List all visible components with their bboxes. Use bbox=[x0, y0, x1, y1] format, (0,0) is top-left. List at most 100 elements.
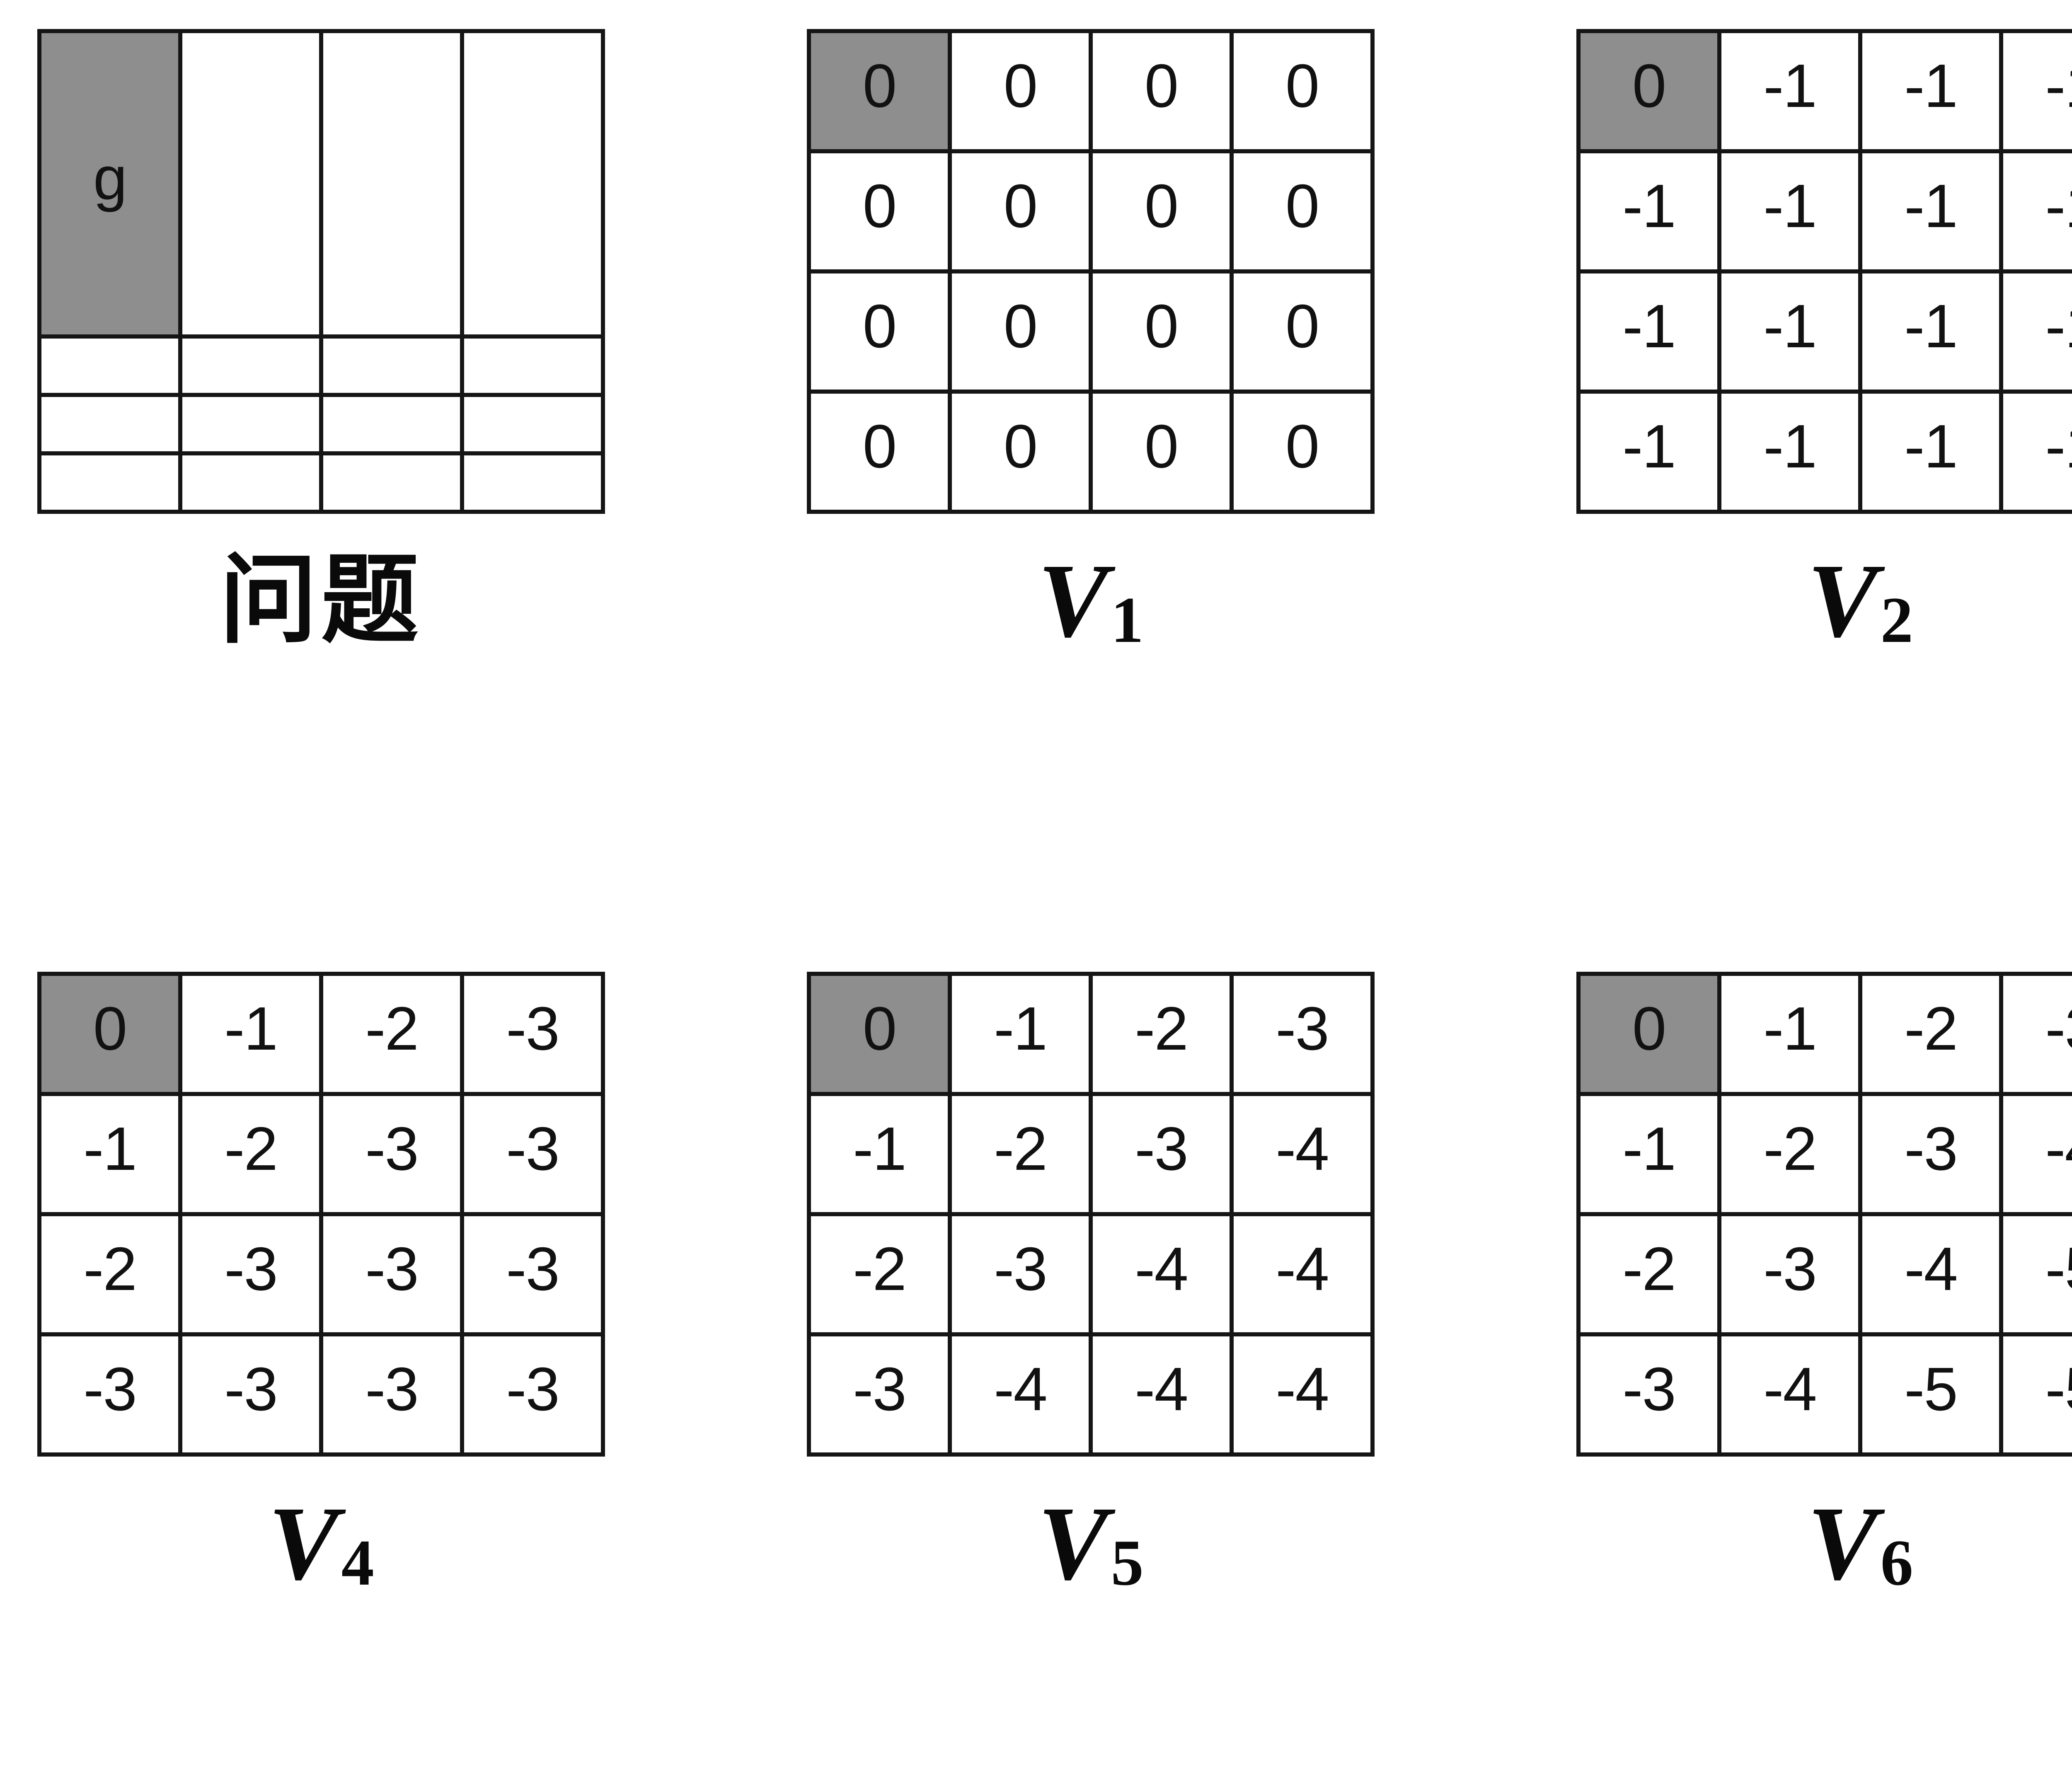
goal-cell: 0 bbox=[1576, 29, 1721, 153]
grid-cell: -2 bbox=[807, 1212, 952, 1336]
grid-cell: -3 bbox=[178, 1332, 323, 1457]
grid-cell: -4 bbox=[1230, 1332, 1375, 1457]
caption-subscript: 6 bbox=[1880, 1527, 1913, 1600]
grid-cell: -5 bbox=[1999, 1332, 2072, 1457]
grid-cell: -1 bbox=[1999, 390, 2072, 514]
grid-cell: 0 bbox=[807, 269, 952, 394]
grid-cell: -3 bbox=[319, 1212, 464, 1336]
grid-cell: 0 bbox=[1089, 390, 1234, 514]
grid-cell: -4 bbox=[948, 1332, 1093, 1457]
grid-cell bbox=[319, 451, 464, 514]
grid-cell: 0 bbox=[1230, 29, 1375, 153]
grid-cell: -1 bbox=[1576, 269, 1721, 394]
figure-v2: 0-1-1-1-1-1-1-1-1-1-1-1-1-1-1-1V2 bbox=[1576, 29, 2072, 669]
grid-cell: -3 bbox=[1576, 1332, 1721, 1457]
grid-cell: -1 bbox=[1858, 269, 2003, 394]
grid-cell: -3 bbox=[1230, 972, 1375, 1096]
grid-cell: 0 bbox=[1089, 269, 1234, 394]
grid-cell bbox=[178, 393, 323, 456]
grid-cell: -3 bbox=[1858, 1092, 2003, 1216]
grid-cell: -3 bbox=[178, 1212, 323, 1336]
grid-cell: 0 bbox=[1230, 390, 1375, 514]
grid-cell bbox=[178, 334, 323, 397]
grid-cell: -4 bbox=[1089, 1212, 1234, 1336]
grid-cell bbox=[460, 29, 605, 339]
grid-cell: 0 bbox=[1089, 29, 1234, 153]
caption-subscript: 1 bbox=[1111, 584, 1144, 657]
grid-cell: -2 bbox=[1858, 972, 2003, 1096]
caption-text: 问题 bbox=[220, 547, 423, 655]
grid-cell: 0 bbox=[948, 29, 1093, 153]
problem-grid: g bbox=[37, 29, 605, 514]
caption-subscript: 4 bbox=[341, 1527, 374, 1600]
caption-symbol: V bbox=[1038, 1485, 1109, 1602]
grid-cell: -1 bbox=[1999, 269, 2072, 394]
grid-cell: -1 bbox=[807, 1092, 952, 1216]
grid-cell: 0 bbox=[807, 390, 952, 514]
grid-cell: -3 bbox=[460, 1332, 605, 1457]
grid-cell bbox=[178, 451, 323, 514]
grid-cell: -2 bbox=[37, 1212, 182, 1336]
grid-cell bbox=[37, 334, 182, 397]
grid-cell: -4 bbox=[1717, 1332, 1862, 1457]
grid-cell: -2 bbox=[178, 1092, 323, 1216]
grid-cell: -1 bbox=[1717, 972, 1862, 1096]
grid-cell: -2 bbox=[1089, 972, 1234, 1096]
goal-cell: 0 bbox=[807, 29, 952, 153]
grid-cell: -2 bbox=[1717, 1092, 1862, 1216]
grid-cell: -3 bbox=[1999, 972, 2072, 1096]
grid-cell: -3 bbox=[460, 1092, 605, 1216]
grid-cell: -1 bbox=[1999, 29, 2072, 153]
grid-cell: -5 bbox=[1999, 1212, 2072, 1336]
grid-cell bbox=[319, 334, 464, 397]
grid-cell: 0 bbox=[948, 390, 1093, 514]
grid-cell: -1 bbox=[37, 1092, 182, 1216]
grid-cell: -3 bbox=[319, 1332, 464, 1457]
grid-cell bbox=[319, 393, 464, 456]
grid-cell bbox=[460, 334, 605, 397]
v2-grid: 0-1-1-1-1-1-1-1-1-1-1-1-1-1-1-1 bbox=[1576, 29, 2072, 514]
grid-cell bbox=[460, 393, 605, 456]
v4-grid: 0-1-2-3-1-2-3-3-2-3-3-3-3-3-3-3 bbox=[37, 972, 605, 1457]
caption-symbol: V bbox=[268, 1485, 339, 1602]
grid-cell: 0 bbox=[948, 269, 1093, 394]
goal-cell: 0 bbox=[1576, 972, 1721, 1096]
grid-cell: -1 bbox=[1717, 390, 1862, 514]
grid-cell: -5 bbox=[1858, 1332, 2003, 1457]
grid-cell: -3 bbox=[460, 972, 605, 1096]
caption-symbol: V bbox=[1807, 542, 1878, 659]
figure-v6: 0-1-2-3-1-2-3-4-2-3-4-5-3-4-5-5V6 bbox=[1576, 972, 2072, 1612]
grid-cell: -1 bbox=[178, 972, 323, 1096]
grid-cell: -2 bbox=[1576, 1212, 1721, 1336]
grid-cell: 0 bbox=[807, 149, 952, 273]
goal-cell: g bbox=[37, 29, 182, 339]
grid-cell: -4 bbox=[1230, 1092, 1375, 1216]
grid-cell: -3 bbox=[319, 1092, 464, 1216]
grid-cell: -3 bbox=[948, 1212, 1093, 1336]
grid-cell: 0 bbox=[1089, 149, 1234, 273]
figure-canvas: g问题0000000000000000V10-1-1-1-1-1-1-1-1-1… bbox=[0, 29, 2072, 1612]
grid-cell: -1 bbox=[948, 972, 1093, 1096]
figure-problem: g 问题 bbox=[37, 29, 605, 669]
grid-cell: -4 bbox=[1858, 1212, 2003, 1336]
grid-cell: -1 bbox=[1999, 149, 2072, 273]
v6-grid: 0-1-2-3-1-2-3-4-2-3-4-5-3-4-5-5 bbox=[1576, 972, 2072, 1457]
grid-cell bbox=[178, 29, 323, 339]
caption-symbol: V bbox=[1807, 1485, 1878, 1602]
grid-cell: 0 bbox=[1230, 149, 1375, 273]
grid-cell: -4 bbox=[1089, 1332, 1234, 1457]
caption-subscript: 5 bbox=[1111, 1527, 1144, 1600]
goal-cell: 0 bbox=[807, 972, 952, 1096]
grid-cell: -4 bbox=[1230, 1212, 1375, 1336]
grid-cell: -3 bbox=[460, 1212, 605, 1336]
grid-cell: -3 bbox=[1089, 1092, 1234, 1216]
caption-problem: 问题 bbox=[220, 532, 423, 669]
grid-cell: -1 bbox=[1576, 390, 1721, 514]
grid-cell: -1 bbox=[1717, 269, 1862, 394]
